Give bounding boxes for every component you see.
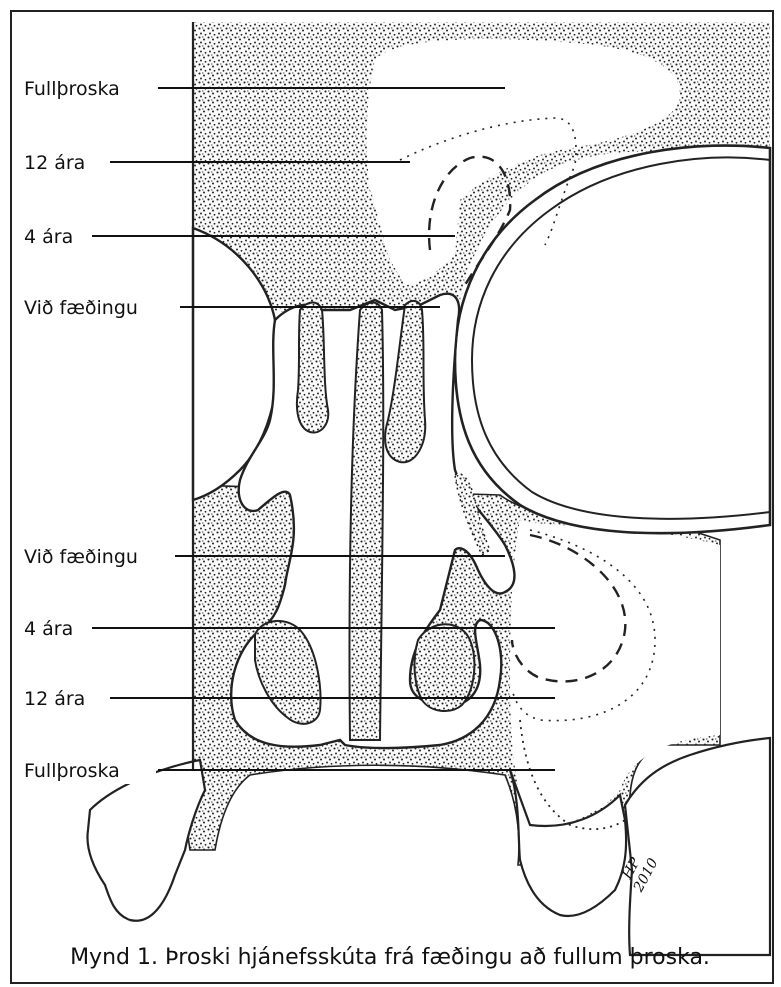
label-lower-fullthroska: Fullþroska <box>24 760 120 782</box>
label-upper-vid-faedingu: Við fæðingu <box>24 297 138 319</box>
label-lower-vid-faedingu: Við fæðingu <box>24 546 138 568</box>
label-upper-4-ara: 4 ára <box>24 226 73 248</box>
label-lower-12-ara: 12 ára <box>24 688 85 710</box>
label-upper-fullthroska: Fullþroska <box>24 78 120 100</box>
figure-caption: Mynd 1. Þroski hjánefsskúta frá fæðingu … <box>70 945 710 970</box>
label-lower-4-ara: 4 ára <box>24 618 73 640</box>
label-upper-12-ara: 12 ára <box>24 152 85 174</box>
turbinate-upper-left <box>297 303 328 433</box>
